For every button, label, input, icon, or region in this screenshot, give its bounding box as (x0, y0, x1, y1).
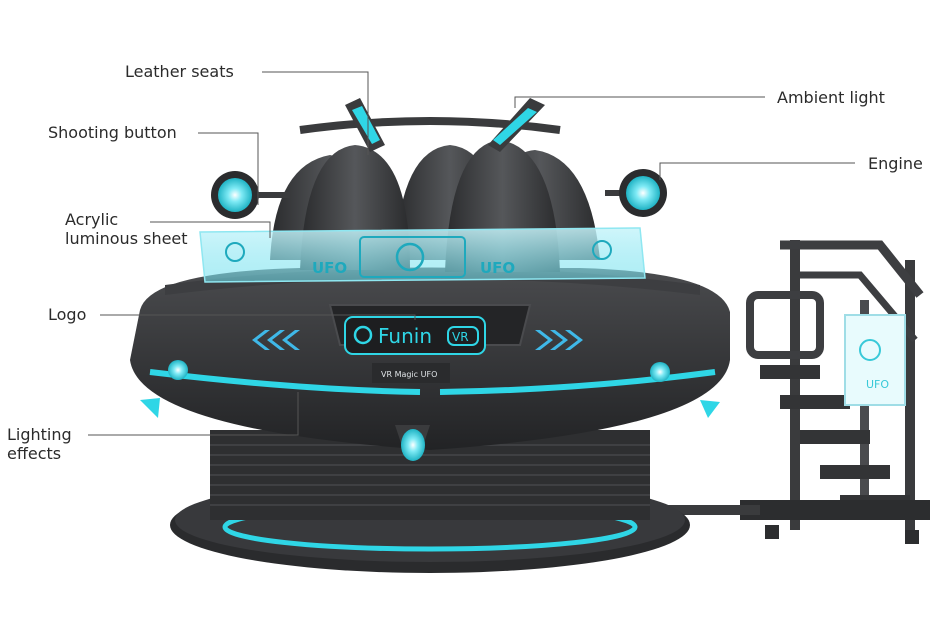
leader-shooting-button (198, 132, 259, 205)
shooting-button (395, 242, 425, 272)
callout-leather-seats: Leather seats (125, 62, 234, 81)
side-light-right (650, 362, 670, 382)
leader-leather-seats (262, 71, 369, 155)
engine-left-light (218, 178, 252, 212)
staircase: UFO (650, 240, 930, 544)
engine-right-light (626, 176, 660, 210)
logo-badge: VR (452, 330, 469, 344)
leader-lines (88, 71, 855, 436)
thruster-right (700, 400, 720, 418)
body-light-strip-right (439, 369, 716, 395)
engine-right (605, 169, 667, 217)
body-light-strip-left (149, 369, 421, 395)
logo-mark-icon (353, 325, 373, 345)
callout-acrylic-line1: Acrylic (65, 210, 119, 229)
leader-acrylic (150, 221, 271, 238)
leader-lighting (88, 392, 299, 436)
ambient-light-fins (345, 98, 545, 152)
ufo-sign-icon (859, 339, 881, 361)
model-text: VR Magic UFO (381, 370, 437, 379)
ufo-base (170, 430, 690, 573)
callout-lighting-line2: effects (7, 444, 62, 463)
logo-text: Funin (378, 324, 432, 348)
callout-engine: Engine (868, 154, 923, 173)
ufo-icon-right (592, 240, 612, 260)
callout-ambient-light: Ambient light (777, 88, 885, 107)
ufo-icon-left (225, 242, 245, 262)
leader-logo (100, 314, 416, 320)
acrylic-luminous-sheet: UFO UFO (199, 227, 646, 283)
stair-sign-text: UFO (866, 378, 889, 391)
callout-acrylic-line2: luminous sheet (65, 229, 188, 248)
leader-ambient-light (514, 96, 765, 108)
panel-text-right: UFO (480, 259, 515, 277)
callout-logo: Logo (48, 305, 87, 324)
thruster-left (140, 398, 160, 418)
chevrons-left (252, 330, 300, 350)
ufo-body: Funin VR VR Magic UFO (130, 267, 730, 461)
callout-acrylic-luminous-sheet: Acrylic luminous sheet (65, 210, 188, 248)
bottom-thruster-light (401, 429, 425, 461)
stair-sign-panel (844, 314, 906, 406)
side-light-left (168, 360, 188, 380)
engine-left (211, 171, 290, 219)
callout-lighting-line1: Lighting (7, 425, 72, 444)
leader-engine (659, 162, 855, 180)
callout-shooting-button: Shooting button (48, 123, 177, 142)
chevrons-right (535, 330, 583, 350)
panel-text-left: UFO (312, 259, 347, 277)
callout-lighting-effects: Lighting effects (7, 425, 72, 463)
